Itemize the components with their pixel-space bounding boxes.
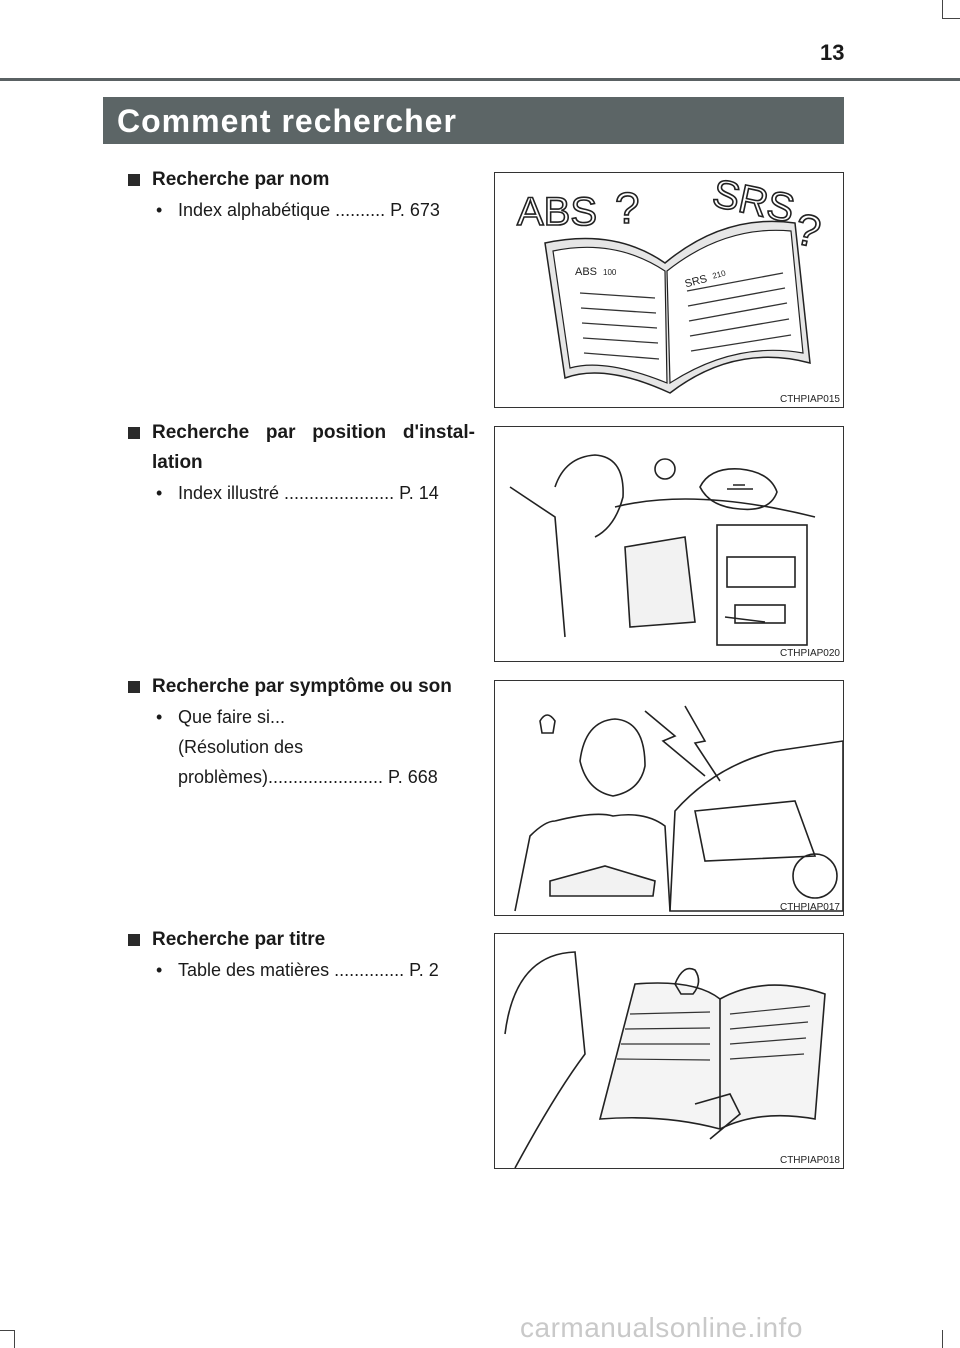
watermark: carmanualsonline.info: [520, 1312, 803, 1343]
section-heading: Recherche par titre: [128, 925, 478, 955]
figure-code: CTHPIAP015: [779, 394, 840, 405]
index-entry: • Table des matières .............. P. 2: [156, 960, 439, 980]
section-search-by-symptom: Recherche par symptôme ou son • Que fair…: [128, 672, 478, 792]
section-heading: Recherche par position d'instal-lation: [128, 418, 478, 478]
svg-text:ABS: ABS: [575, 266, 597, 278]
banner-title: Comment rechercher: [117, 103, 457, 139]
driver-dashboard-illustration: [509, 454, 816, 646]
header-rule: [0, 78, 960, 81]
section-search-by-position: Recherche par position d'instal-lation •…: [128, 418, 478, 508]
crop-mark: [942, 0, 943, 18]
section-search-by-title: Recherche par titre • Table des matières…: [128, 925, 478, 985]
section-banner: Comment rechercher: [103, 97, 844, 144]
figure-code: CTHPIAP020: [779, 648, 840, 659]
index-entry: • Index alphabétique .......... P. 673: [156, 200, 440, 220]
index-entry: • Index illustré ...................... …: [156, 483, 439, 503]
figure-code: CTHPIAP018: [779, 1155, 840, 1166]
square-bullet-icon: [128, 681, 140, 693]
svg-text:SRS: SRS: [684, 273, 709, 290]
figure-man-with-car: CTHPIAP017: [494, 680, 844, 916]
figure-driver-dashboard: CTHPIAP020: [494, 426, 844, 662]
svg-text:100: 100: [603, 268, 617, 277]
svg-text:210: 210: [711, 268, 727, 280]
figure-book-abs-srs: ABS ? SRS ? ABS 100 SRS 210 CTHPIAP015: [494, 172, 844, 408]
crop-mark: [0, 1330, 14, 1331]
section-search-by-name: Recherche par nom • Index alphabétique .…: [128, 165, 478, 225]
crop-mark: [942, 1330, 943, 1348]
figure-code: CTHPIAP017: [779, 902, 840, 913]
svg-text:ABS: ABS: [517, 190, 597, 234]
svg-text:?: ?: [615, 184, 639, 233]
open-book-illustration: ABS ? SRS ? ABS 100 SRS 210: [516, 173, 826, 394]
section-heading: Recherche par nom: [128, 165, 478, 195]
square-bullet-icon: [128, 934, 140, 946]
index-entry: • Que faire si... (Résolution des problè…: [156, 707, 438, 787]
reader-with-book-illustration: [504, 951, 826, 1168]
section-heading: Recherche par symptôme ou son: [128, 672, 478, 702]
man-reading-near-car-illustration: [514, 705, 843, 912]
crop-mark: [14, 1330, 15, 1348]
figure-reader-table-of-contents: CTHPIAP018: [494, 933, 844, 1169]
square-bullet-icon: [128, 174, 140, 186]
crop-mark: [942, 18, 960, 19]
page-number: 13: [820, 40, 845, 65]
square-bullet-icon: [128, 427, 140, 439]
